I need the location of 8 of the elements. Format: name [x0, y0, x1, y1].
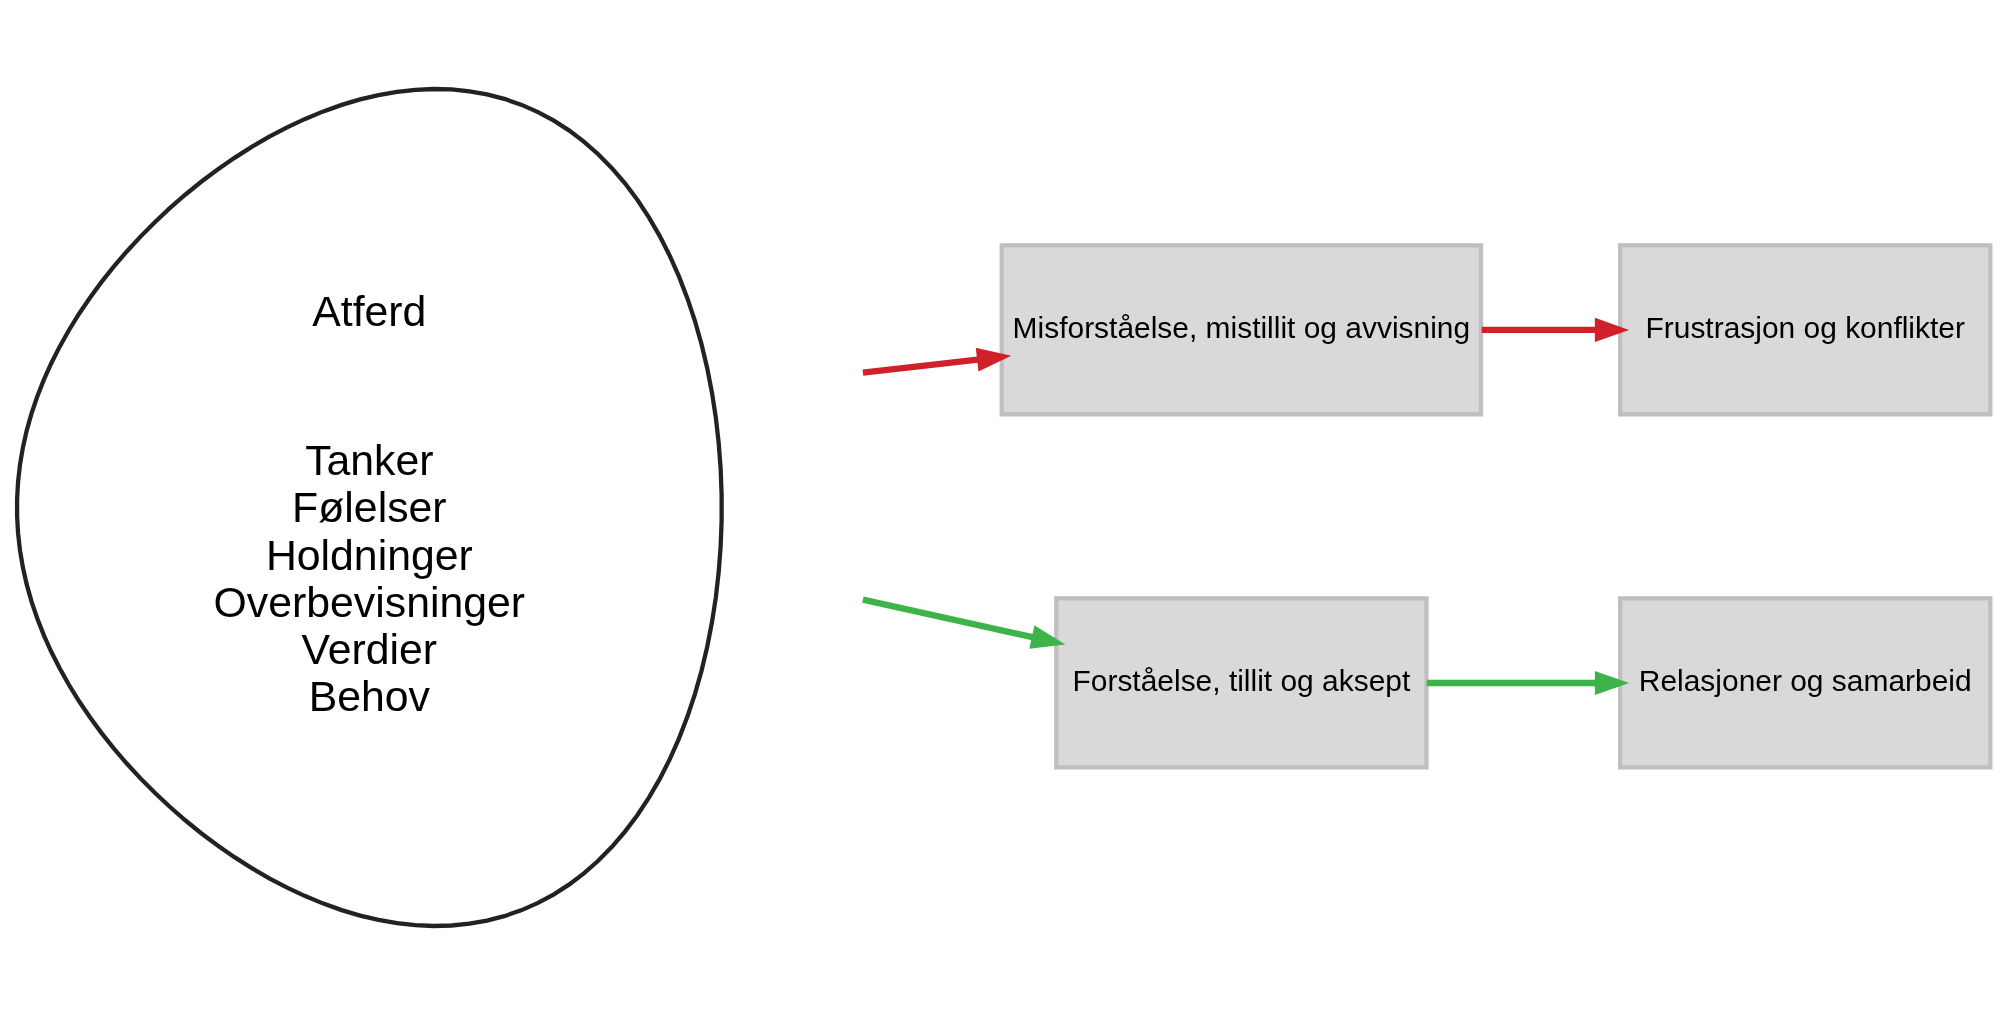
node-box: Misforståelse, mistillit og avvisning — [999, 243, 1484, 417]
node-box: Forståelse, tillit og aksept — [1054, 596, 1429, 770]
node-box: Relasjoner og samarbeid — [1618, 596, 1993, 770]
arrow — [862, 347, 1012, 376]
arrow — [862, 596, 1066, 649]
arrow — [1481, 317, 1630, 342]
node-box: Frustrasjon og konflikter — [1618, 243, 1993, 417]
arrow — [1426, 670, 1630, 695]
